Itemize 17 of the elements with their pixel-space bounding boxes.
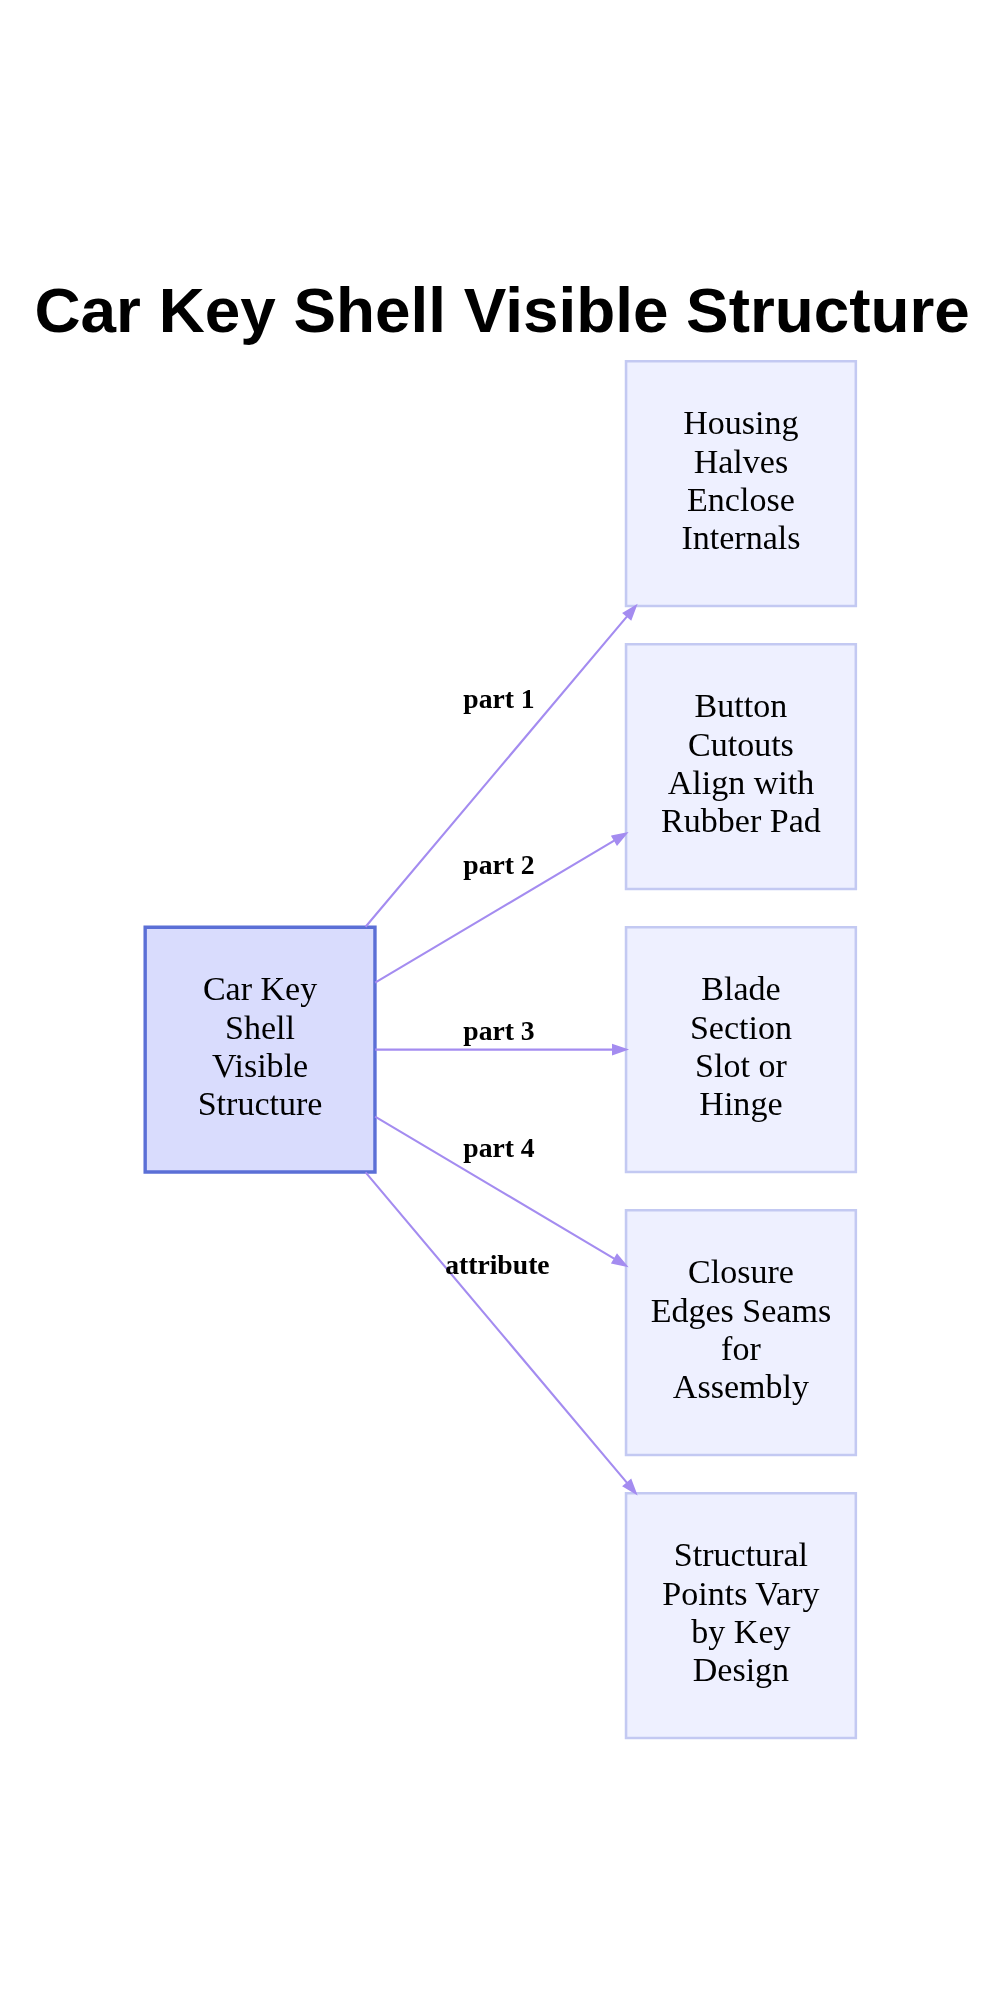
- edge-label: part 3: [462, 1014, 535, 1046]
- edge-label: part 2: [462, 848, 535, 880]
- diagram-title: Car Key Shell Visible Structure: [34, 273, 970, 346]
- node-box: Structural Points Vary by Key Design: [624, 1491, 857, 1739]
- edge-label: part 4: [462, 1131, 535, 1163]
- node-box: Housing Halves Enclose Internals: [624, 359, 857, 607]
- arrow: [364, 603, 638, 927]
- node-box: Blade Section Slot or Hinge: [624, 925, 857, 1173]
- arrow: [364, 1171, 638, 1495]
- node-box: Car Key Shell Visible Structure: [142, 925, 377, 1174]
- arrow: [374, 1115, 629, 1267]
- edge-label: attribute: [444, 1248, 550, 1280]
- node-box: Closure Edges Seams for Assembly: [624, 1208, 857, 1456]
- edge-label: part 1: [462, 682, 535, 714]
- node-box: Button Cutouts Align with Rubber Pad: [624, 642, 857, 890]
- arrow: [374, 831, 629, 983]
- arrow: [374, 1043, 629, 1056]
